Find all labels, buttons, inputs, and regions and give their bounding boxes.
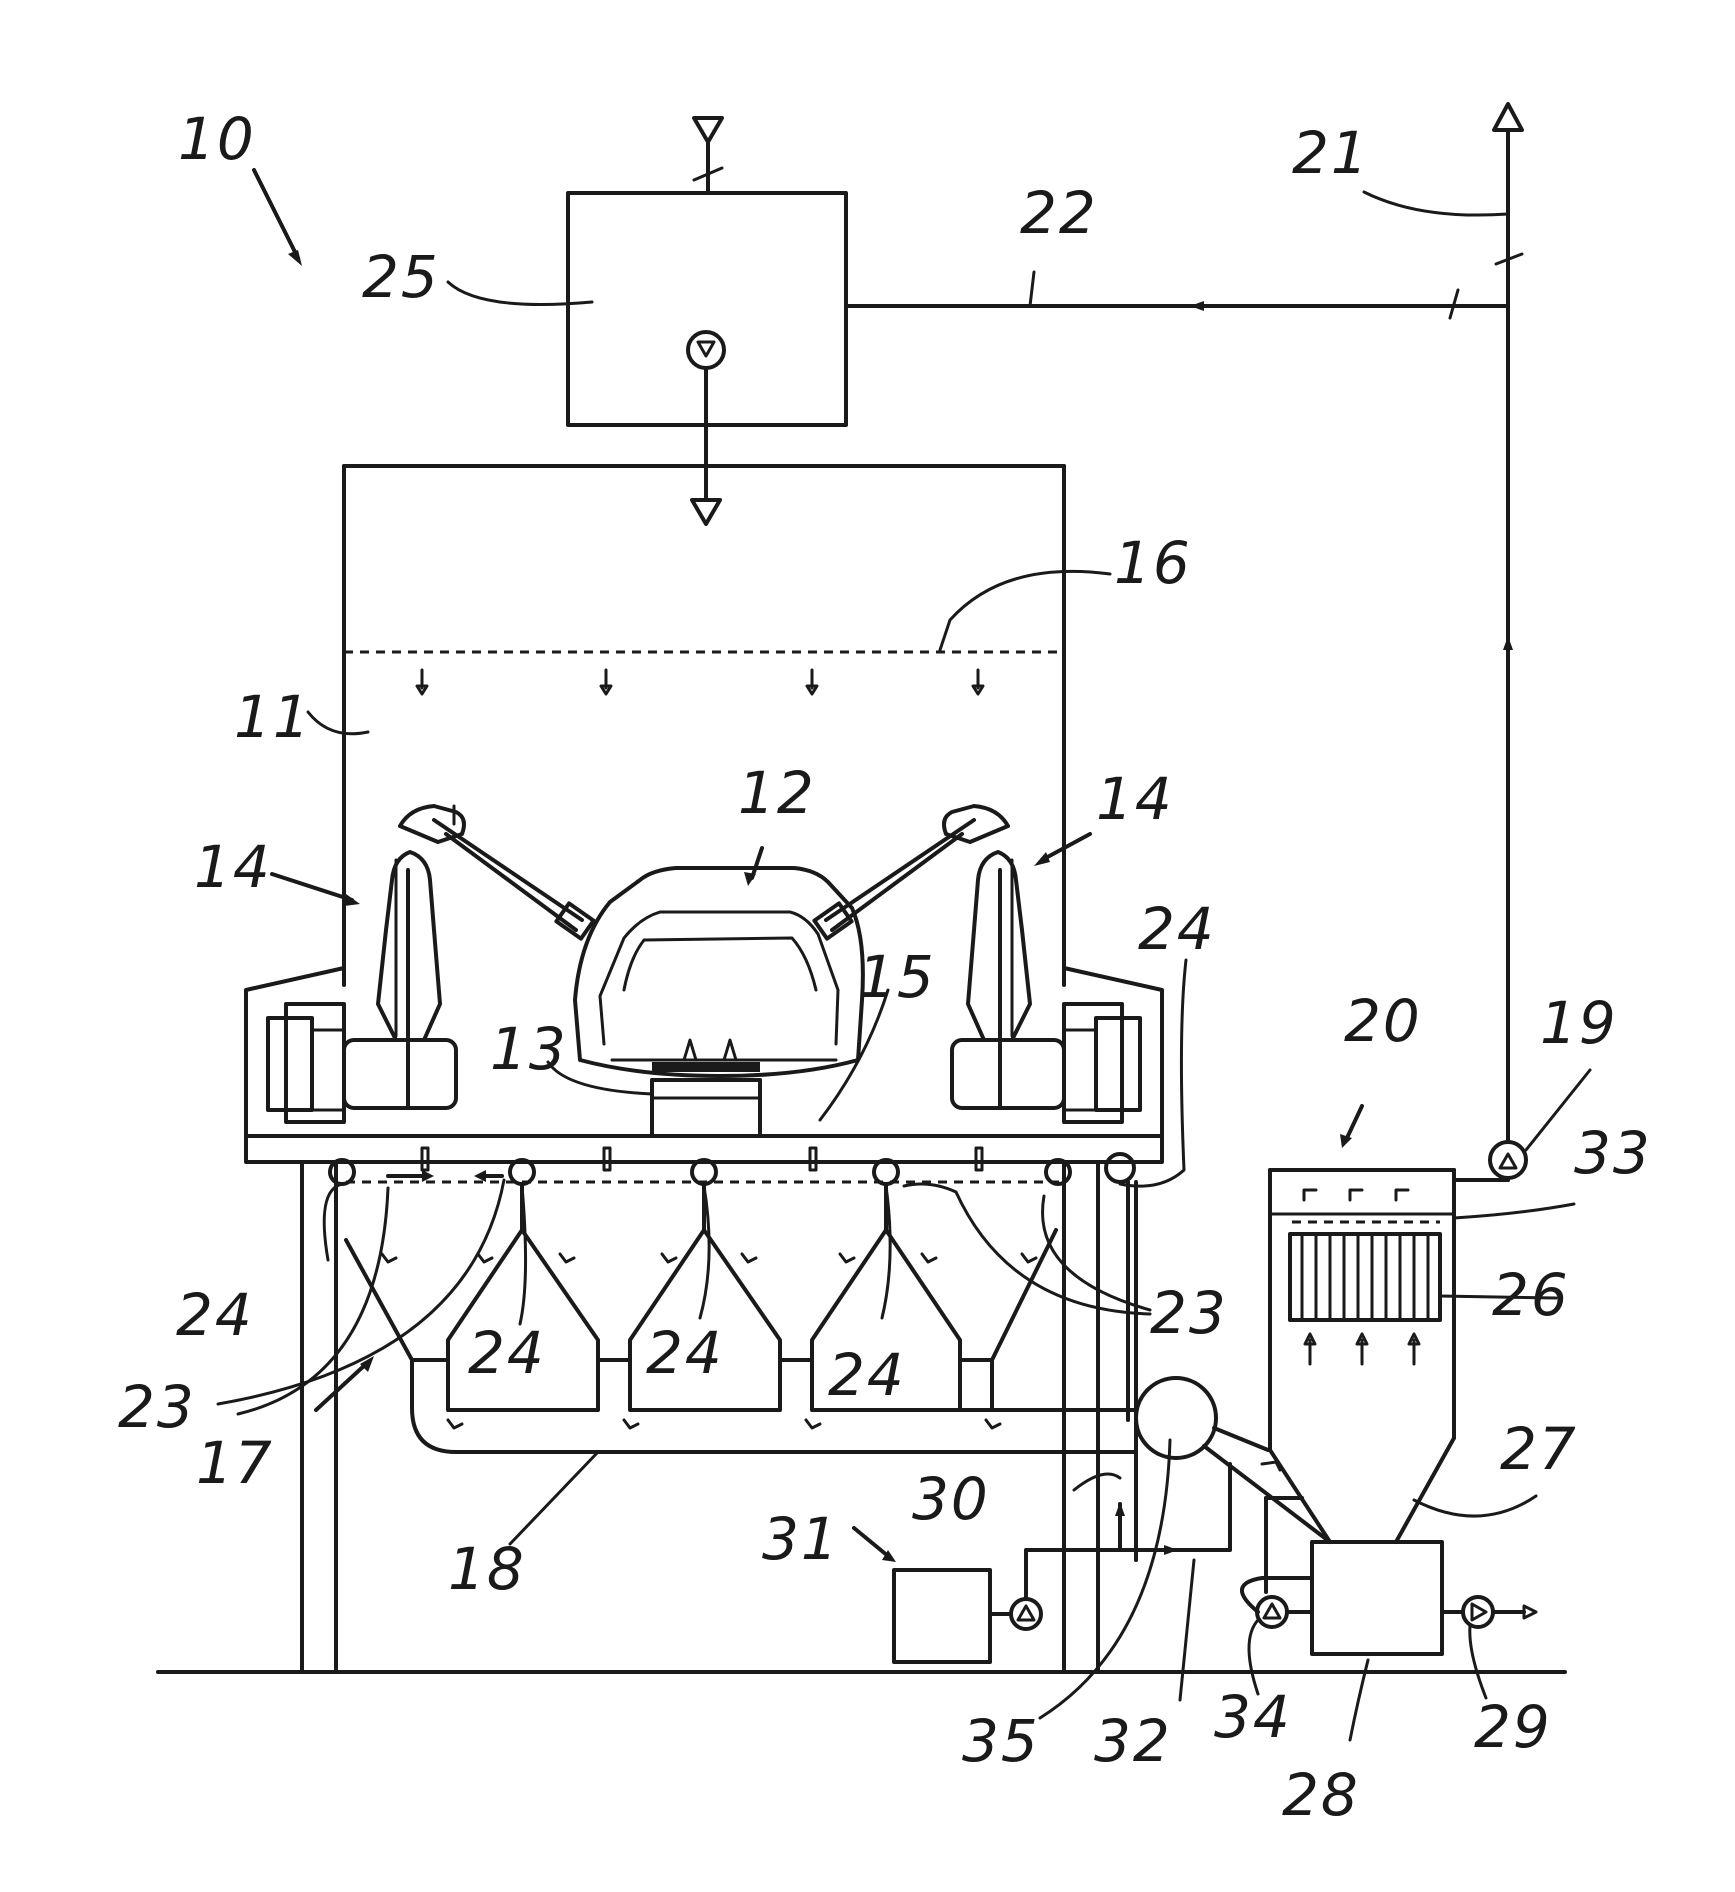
ref-16: 16	[1114, 534, 1192, 592]
ref-19: 19	[1540, 994, 1618, 1052]
ref-13: 13	[490, 1020, 568, 1078]
ref-24-inner-2: 24	[646, 1324, 724, 1382]
ref-23-right: 23	[1150, 1284, 1228, 1342]
ref-22: 22	[1020, 184, 1098, 242]
ref-17: 17	[196, 1434, 274, 1492]
downflow-arrows	[417, 670, 983, 694]
ref-10: 10	[178, 110, 256, 168]
fan-housing	[1136, 1378, 1330, 1542]
ref-24-inner-3: 24	[828, 1346, 906, 1404]
ref-24-top: 24	[1138, 900, 1216, 958]
ref-35: 35	[962, 1712, 1040, 1770]
ref-11: 11	[234, 688, 312, 746]
paint-booth	[246, 466, 1162, 1162]
outflow-arrows	[1304, 1190, 1408, 1200]
ref-29: 29	[1474, 1698, 1552, 1756]
ref-20: 20	[1344, 992, 1422, 1050]
ref-27: 27	[1500, 1420, 1578, 1478]
ref-33: 33	[1574, 1124, 1652, 1182]
conveyor-support	[652, 1080, 760, 1136]
fan-19	[1490, 1142, 1526, 1178]
ref-14-left: 14	[194, 838, 272, 896]
support-columns	[302, 1162, 1136, 1672]
ref-31: 31	[762, 1510, 840, 1568]
filter-elements	[1290, 1234, 1440, 1320]
ref-21: 21	[1292, 124, 1370, 182]
filter-separator	[1266, 1170, 1508, 1542]
ref-28: 28	[1282, 1766, 1360, 1824]
ref-23-left: 23	[118, 1378, 196, 1436]
air-supply-unit	[568, 118, 846, 524]
ref-12: 12	[738, 764, 816, 822]
ref-14-right: 14	[1096, 770, 1174, 828]
filter-pleats	[1302, 1234, 1428, 1320]
overspray-separation-zone	[330, 1148, 1136, 1452]
ref-26: 26	[1492, 1266, 1570, 1324]
ref-25: 25	[362, 248, 440, 306]
ref-32: 32	[1094, 1712, 1172, 1770]
ref-24-left: 24	[176, 1286, 254, 1344]
ref-30: 30	[912, 1470, 990, 1528]
ref-18: 18	[448, 1540, 526, 1598]
ref-34: 34	[1214, 1688, 1292, 1746]
ref-24-inner-1: 24	[468, 1324, 546, 1382]
collection-container	[1242, 1498, 1536, 1654]
ref-15: 15	[858, 948, 936, 1006]
vehicle-body	[575, 868, 863, 1076]
